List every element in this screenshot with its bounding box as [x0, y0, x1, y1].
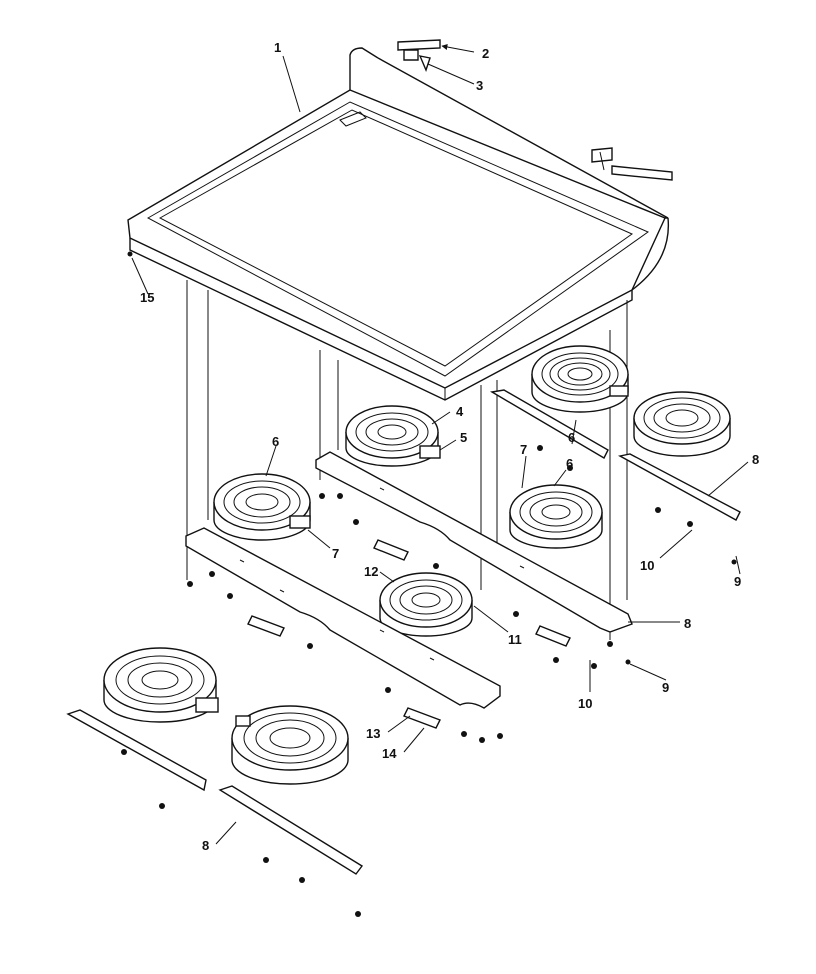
- surface-element-center-front: [379, 572, 473, 637]
- surface-element-left-front: [103, 647, 219, 723]
- label-part-10-center: 10: [578, 696, 592, 711]
- label-part-6-left: 6: [272, 434, 279, 449]
- label-part-8-left: 8: [202, 838, 209, 853]
- leader-lines: [131, 44, 749, 845]
- label-part-14: 14: [382, 746, 397, 761]
- label-part-5: 5: [460, 430, 467, 445]
- label-part-6-right: 6: [566, 456, 573, 471]
- label-part-13: 13: [366, 726, 380, 741]
- label-part-9-right: 9: [734, 574, 741, 589]
- hinge-bracket-right: [591, 147, 673, 181]
- element-support-front-middle: [218, 785, 364, 875]
- surface-element-rear-right: [531, 345, 629, 413]
- surface-element-far-right: [633, 391, 731, 457]
- element-support-center-main: [315, 451, 633, 633]
- label-part-4: 4: [456, 404, 464, 419]
- element-support-far-right: [617, 453, 741, 521]
- element-support-left-front: [66, 709, 207, 792]
- label-part-1: 1: [274, 40, 281, 55]
- surface-element-center-rear: [345, 405, 441, 467]
- label-part-9-center: 9: [662, 680, 669, 695]
- element-clips: [247, 539, 571, 729]
- label-part-8-center: 8: [684, 616, 691, 631]
- label-part-2: 2: [482, 46, 489, 61]
- label-part-6-rear: 6: [568, 430, 575, 445]
- surface-element-center-right: [509, 484, 603, 549]
- surface-element-front-middle: [231, 705, 349, 785]
- element-support-left-main: [185, 527, 501, 709]
- label-part-7-left: 7: [332, 546, 339, 561]
- label-part-10-right: 10: [640, 558, 654, 573]
- label-part-15: 15: [140, 290, 154, 305]
- label-part-8-right: 8: [752, 452, 759, 467]
- surface-element-left-rear: [213, 473, 311, 541]
- label-part-7-right: 7: [520, 442, 527, 457]
- cooktop-main-top: [127, 47, 670, 401]
- label-part-3: 3: [476, 78, 483, 93]
- label-part-11: 11: [508, 632, 522, 647]
- screws: [121, 251, 737, 917]
- element-support-right-rear: [489, 389, 609, 459]
- part-labels: 1 2 3 4 5 6 6 6 7 7 8 8 8 9 9 10 10 11 1…: [140, 40, 759, 853]
- label-part-12: 12: [364, 564, 378, 579]
- hinge-bracket-left: [397, 39, 441, 72]
